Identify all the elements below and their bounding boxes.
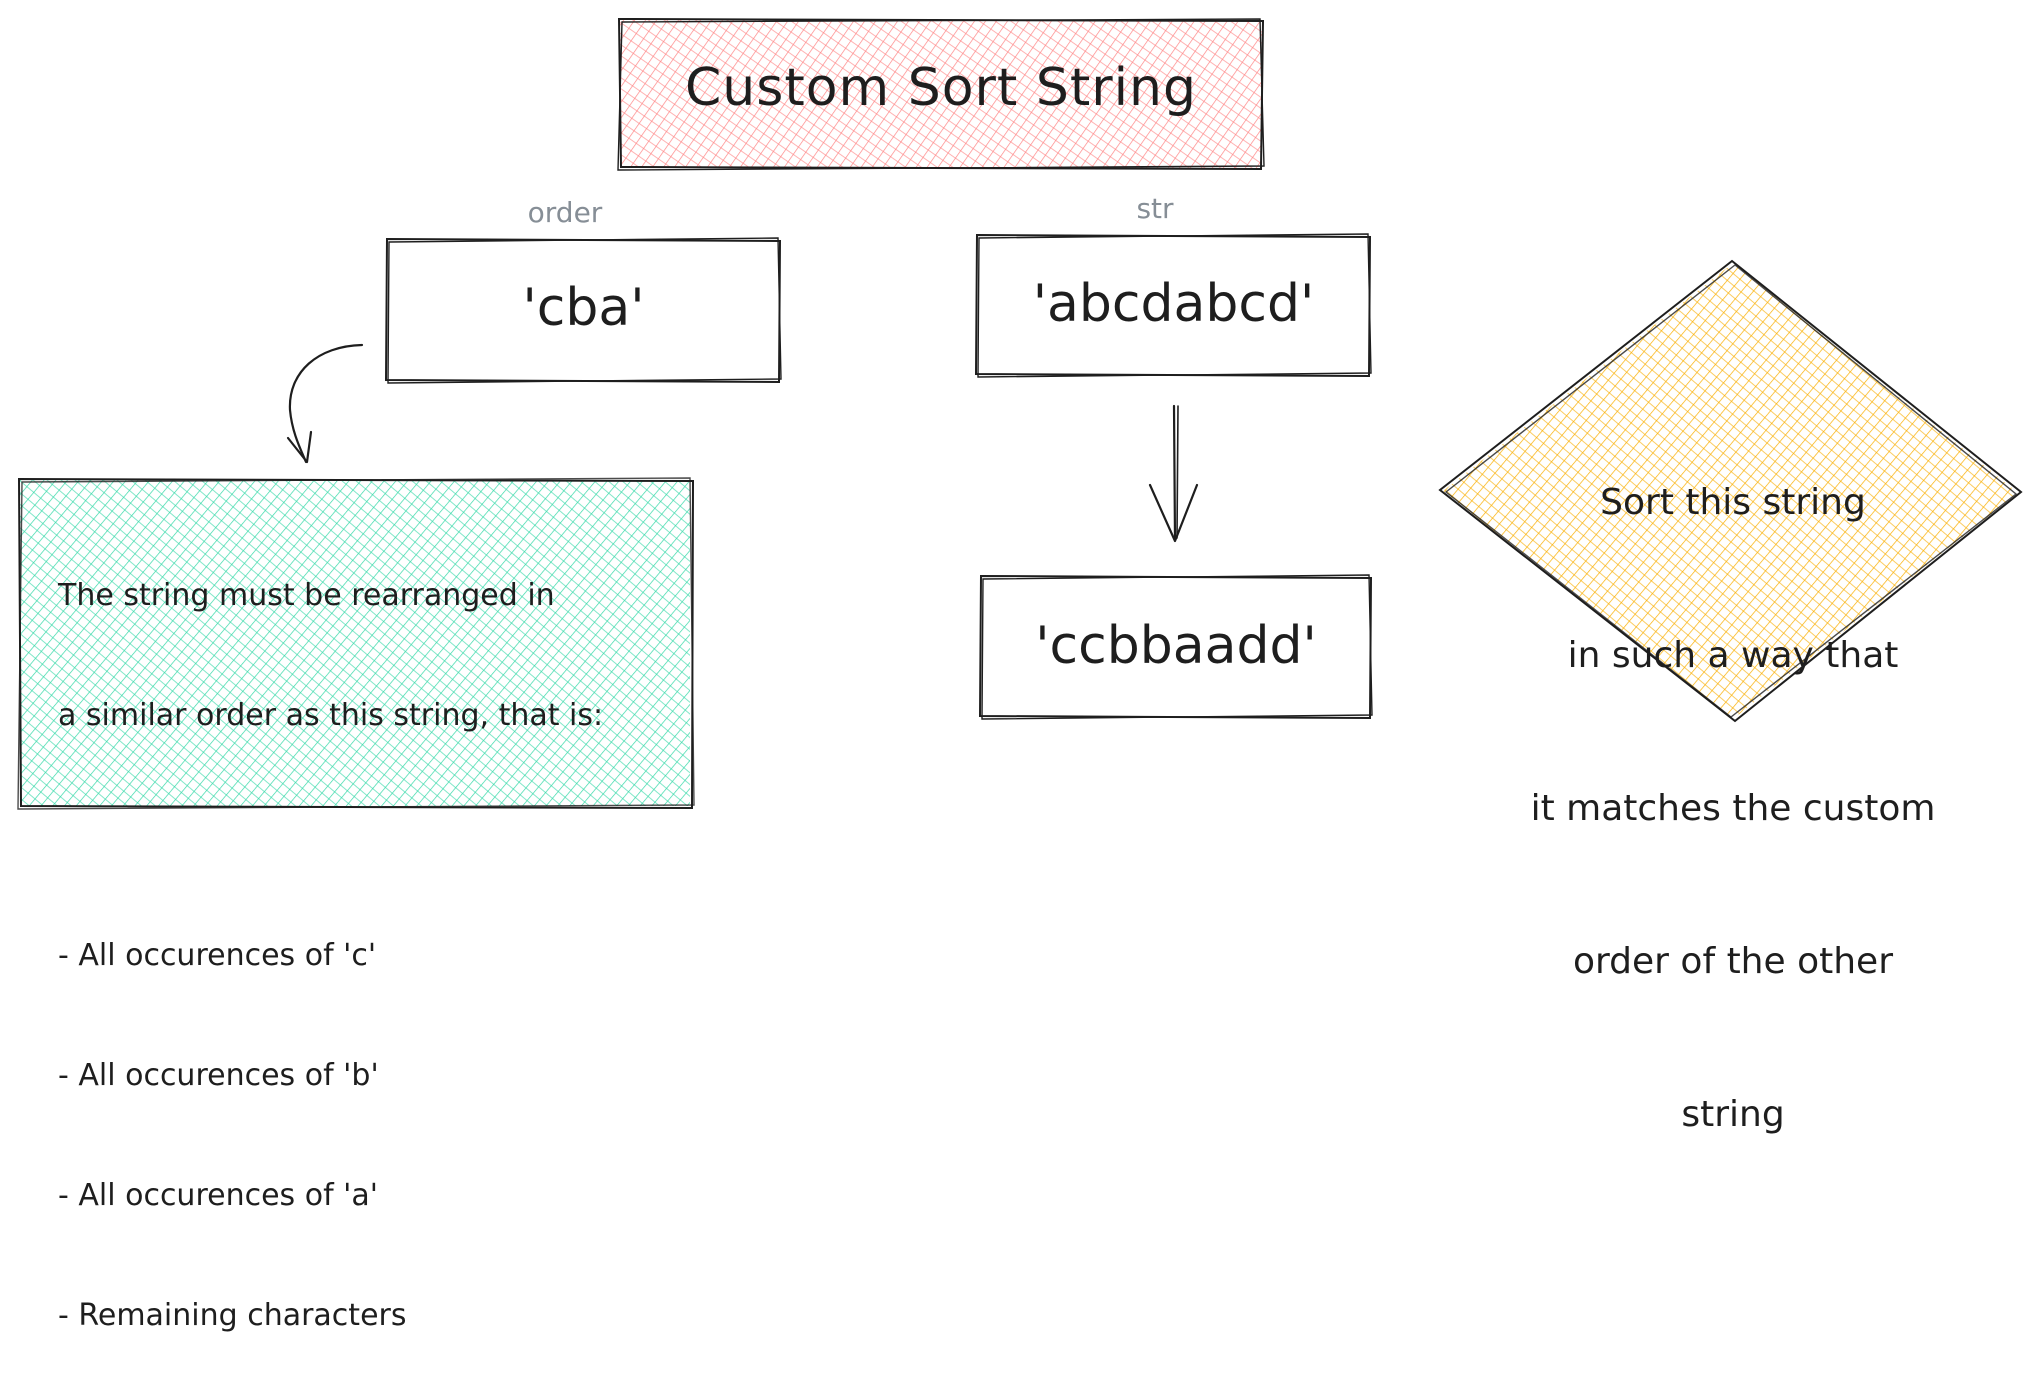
- result-box: [978, 574, 1373, 720]
- curved-arrow: [286, 343, 364, 464]
- note-line: a similar order as this string, that is:: [58, 698, 604, 733]
- note-text: The string must be rearranged in a simil…: [58, 496, 678, 1376]
- str-value: 'abcdabcd': [1032, 274, 1315, 334]
- diamond-line: it matches the custom: [1530, 788, 1936, 829]
- diamond-line: string: [1681, 1094, 1785, 1135]
- diamond-line: in such a way that: [1567, 635, 1899, 676]
- note-line: The string must be rearranged in: [58, 578, 555, 613]
- result-value: 'ccbbaadd': [1035, 616, 1317, 676]
- note-line: - Remaining characters: [58, 1298, 407, 1333]
- order-box: [384, 237, 782, 384]
- diamond-text: Sort this string in such a way that it m…: [1483, 375, 1983, 1191]
- note-line: - All occurences of 'c': [58, 938, 377, 973]
- page-title: Custom Sort String: [684, 58, 1198, 118]
- diagram-canvas: [17, 17, 2023, 810]
- note-line: [58, 816, 678, 856]
- order-label: order: [527, 196, 603, 229]
- diamond-line: order of the other: [1572, 941, 1893, 982]
- title-box: [617, 17, 1265, 171]
- str-label: str: [1136, 192, 1174, 225]
- note-line: - All occurences of 'b': [58, 1058, 379, 1093]
- diamond-shape: [1438, 259, 2023, 723]
- str-box: [974, 233, 1372, 378]
- diamond-line: Sort this string: [1600, 482, 1866, 523]
- note-line: - All occurences of 'a': [58, 1178, 379, 1213]
- order-value: 'cba': [522, 278, 645, 338]
- down-arrow: [1148, 404, 1199, 543]
- note-box: [17, 477, 695, 810]
